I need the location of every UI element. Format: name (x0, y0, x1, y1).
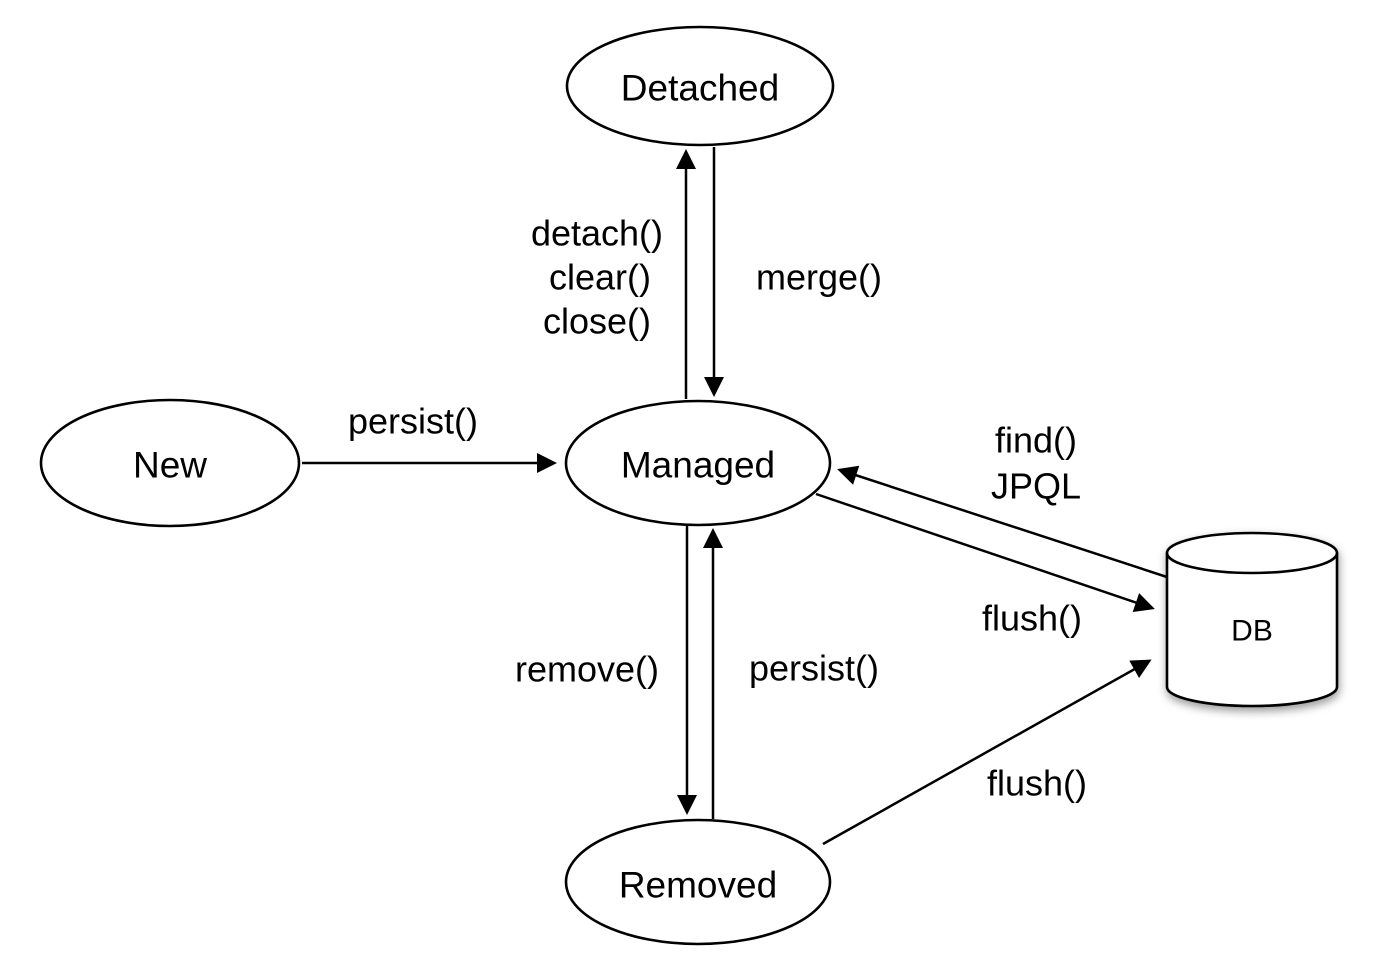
new-ellipse (39, 398, 301, 528)
label-jpql: JPQL (991, 466, 1081, 507)
edge-flush-managed-to-db (815, 492, 1155, 613)
new-label: New (133, 445, 207, 486)
label-clear: clear() (549, 257, 651, 298)
removed-ellipse (564, 818, 832, 946)
db-cylinder (1165, 531, 1339, 708)
node-db: DB (1165, 531, 1339, 708)
label-detach: detach() (531, 213, 663, 254)
label-persist-removed: persist() (749, 648, 879, 689)
label-flush-managed: flush() (982, 598, 1082, 639)
managed-ellipse (564, 399, 832, 527)
label-persist-new: persist() (348, 401, 478, 442)
node-new: New (39, 398, 301, 528)
node-detached: Detached (565, 25, 835, 147)
db-cylinder-top (1165, 531, 1339, 575)
detached-label: Detached (621, 68, 779, 109)
managed-label: Managed (621, 445, 775, 486)
label-remove: remove() (515, 649, 659, 690)
db-cylinder-body (1165, 553, 1339, 708)
edge-find-db-to-managed (837, 465, 1171, 580)
label-close: close() (543, 301, 651, 342)
node-removed: Removed (564, 818, 832, 946)
detached-ellipse (565, 25, 835, 147)
removed-label: Removed (619, 865, 777, 906)
label-find: find() (995, 420, 1077, 461)
node-managed: Managed (564, 399, 832, 527)
label-flush-removed: flush() (987, 763, 1087, 804)
db-label: DB (1231, 615, 1273, 648)
edge-flush-removed-to-db (822, 659, 1152, 846)
label-merge: merge() (756, 257, 882, 298)
